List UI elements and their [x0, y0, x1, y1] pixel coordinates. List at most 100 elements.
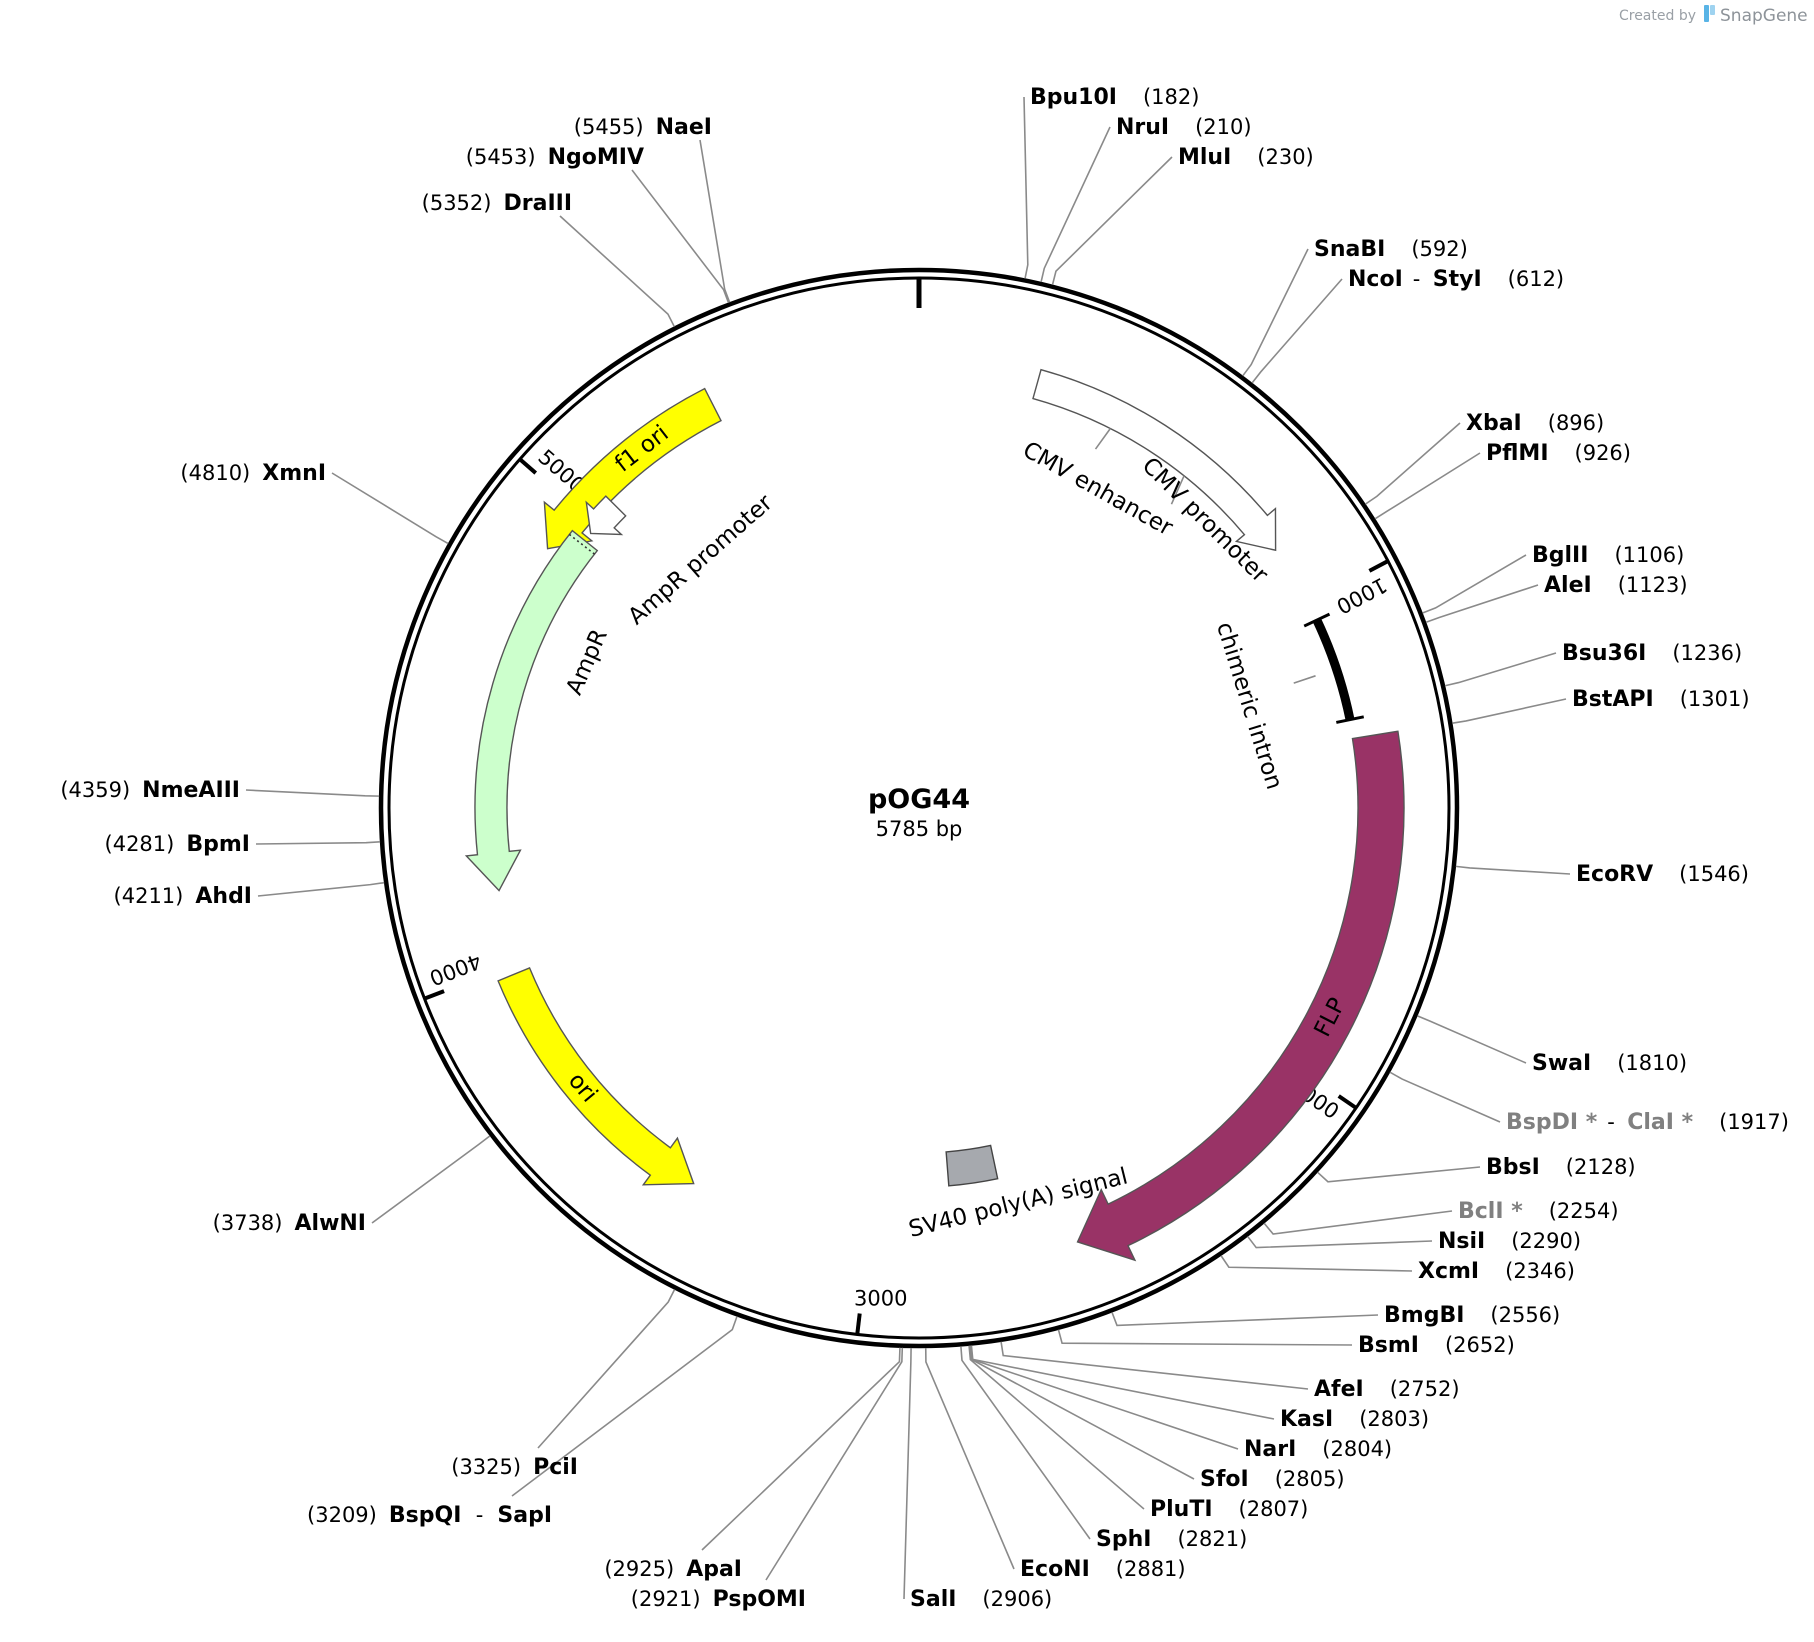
- leader-naei: [699, 139, 731, 303]
- leader-pcii: [537, 1289, 676, 1449]
- site-name: PciI: [533, 1455, 578, 1480]
- site-pluti: PluTI(2807): [1150, 1497, 1308, 1522]
- site-nmeaiii: NmeAIII(4359): [60, 778, 240, 803]
- site-name: PflMI: [1486, 441, 1549, 466]
- chimeric-intron-cap-0: [1303, 612, 1331, 628]
- leader-bcli: [1263, 1210, 1453, 1235]
- site-name: ApaI: [686, 1557, 742, 1582]
- site-ecorv: EcoRV(1546): [1576, 862, 1749, 887]
- site-name: SwaI: [1532, 1051, 1591, 1076]
- cmv-enhancer-boundary: [1170, 475, 1185, 505]
- site-mlui: MluI(230): [1178, 145, 1314, 170]
- site-bsu36i: Bsu36I (1236): [1562, 641, 1742, 666]
- leader-ecorv: [1455, 865, 1571, 875]
- site-bbsi: BbsI(2128): [1486, 1155, 1636, 1180]
- leader-nrui: [1040, 126, 1111, 283]
- site-leader-lines: [245, 96, 1571, 1600]
- site-position: (1546): [1679, 862, 1749, 886]
- site-name: BsmI: [1358, 1333, 1419, 1358]
- feature-ori-shape: [497, 967, 695, 1186]
- leader-bmgbi: [1111, 1312, 1379, 1327]
- site-separator: -: [476, 1503, 484, 1527]
- site-position: (230): [1257, 145, 1313, 169]
- site-name-2: ClaI *: [1627, 1110, 1693, 1135]
- site-name: Bpu10I: [1030, 85, 1117, 110]
- site-ahdi: AhdI(4211): [114, 884, 252, 909]
- site-name: XcmI: [1418, 1259, 1479, 1284]
- site-draiii: DraIII (5352): [422, 191, 572, 216]
- feature-label-ampr: AmpR: [561, 625, 612, 698]
- site-position: (2346): [1505, 1259, 1575, 1283]
- leader-bbsi: [1317, 1166, 1481, 1183]
- leader-bsu36i: [1444, 652, 1557, 687]
- feature-ori: [497, 967, 695, 1186]
- site-bpu10i: Bpu10I(182): [1030, 85, 1199, 110]
- site-name: Bsu36I: [1562, 641, 1646, 666]
- site-position: (4281): [105, 832, 175, 856]
- leader-xbai: [1364, 422, 1461, 505]
- leader-mlui: [1051, 156, 1173, 285]
- feature-flp: [1076, 730, 1405, 1262]
- site-apai: ApaI(2925): [604, 1557, 742, 1582]
- site-econi: EcoNI(2881): [1020, 1557, 1186, 1582]
- site-name: NcoI: [1348, 267, 1403, 292]
- tick-1000: [1368, 559, 1389, 573]
- site-xcmi: XcmI (2346): [1418, 1259, 1575, 1284]
- site-bglii: BglII(1106): [1532, 543, 1684, 568]
- site-position: (1236): [1672, 641, 1742, 665]
- site-swai: SwaI(1810): [1532, 1051, 1687, 1076]
- site-nari: NarI(2804): [1244, 1437, 1392, 1462]
- site-position: (2803): [1359, 1407, 1429, 1431]
- leader-alwni: [371, 1135, 491, 1224]
- site-position: (2254): [1549, 1199, 1619, 1223]
- backbone-outer-ring: [378, 267, 1460, 1349]
- site-position: (3209): [307, 1503, 377, 1527]
- leader-bpmi: [255, 841, 381, 845]
- site-bcli: BclI *(2254): [1458, 1199, 1619, 1224]
- site-position: (210): [1195, 115, 1251, 139]
- feature-label-ampr-promoter: AmpR promoter: [623, 490, 778, 631]
- leader-apai: [701, 1347, 901, 1551]
- site-separator: -: [1607, 1110, 1615, 1134]
- feature-label-chimeric-intron: chimeric intron: [1211, 619, 1287, 792]
- site-name: SfoI: [1200, 1467, 1249, 1492]
- site-position: (2821): [1177, 1527, 1247, 1551]
- site-name: PluTI: [1150, 1497, 1213, 1522]
- site-position: (2752): [1390, 1377, 1460, 1401]
- site-bspdi: BspDI *-ClaI *(1917): [1506, 1110, 1789, 1135]
- site-name: AfeI: [1314, 1377, 1364, 1402]
- leader-econi: [924, 1347, 1015, 1570]
- leader-pspomi: [765, 1347, 904, 1581]
- site-xmni: XmnI(4810): [180, 461, 326, 486]
- leader-nmeaiii: [245, 789, 380, 797]
- site-name: SalI: [910, 1587, 956, 1612]
- leader-afei: [1000, 1341, 1309, 1390]
- feature-cmv-promoter: [1032, 368, 1277, 552]
- site-position: (5352): [422, 191, 492, 215]
- site-position: (2921): [631, 1587, 701, 1611]
- site-nrui: NruI(210): [1116, 115, 1252, 140]
- site-position: (2804): [1322, 1437, 1392, 1461]
- leader-pflmi: [1374, 452, 1481, 520]
- site-sali: SalI(2906): [910, 1587, 1052, 1612]
- restriction-site-labels: Bpu10I(182)NruI(210)MluI(230)SnaBI(592)N…: [60, 85, 1789, 1612]
- site-name: NgoMIV: [548, 145, 644, 170]
- leader-sphi: [960, 1346, 1091, 1540]
- site-name: NaeI: [656, 115, 712, 140]
- site-name: DraIII: [503, 191, 572, 216]
- tick-2000: [1337, 1094, 1358, 1110]
- backbone-inner-ring: [387, 276, 1451, 1340]
- site-position: (1106): [1614, 543, 1684, 567]
- site-name: SnaBI: [1314, 237, 1385, 262]
- site-position: (2128): [1566, 1155, 1636, 1179]
- tick-5000: [518, 457, 538, 475]
- leader-xcmi: [1220, 1255, 1413, 1272]
- tick-3000: [855, 1313, 862, 1335]
- site-separator: -: [1413, 267, 1421, 291]
- site-name: XmnI: [262, 461, 326, 486]
- site-name: BmgBI: [1384, 1303, 1464, 1328]
- leader-pluti: [968, 1345, 1145, 1510]
- credit-prefix: Created by: [1619, 8, 1696, 24]
- site-name: EcoNI: [1020, 1557, 1090, 1582]
- tick-label-4000: 4000: [426, 949, 485, 991]
